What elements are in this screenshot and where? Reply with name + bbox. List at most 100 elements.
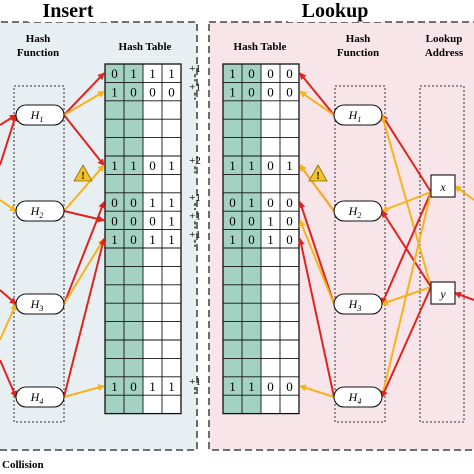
bit-cell: 1 <box>168 379 175 394</box>
bit-cell: 1 <box>229 158 236 173</box>
bit-cell: 1 <box>286 158 293 173</box>
yellow-arrow <box>63 90 105 116</box>
svg-text:!: ! <box>316 171 319 182</box>
yellow-arrow <box>63 237 105 305</box>
bit-cell: 1 <box>130 158 137 173</box>
bit-cell: 0 <box>286 232 293 247</box>
bit-cell: 1 <box>111 85 118 100</box>
red-arrow <box>299 72 335 116</box>
red-arrow <box>297 237 335 398</box>
bit-cell: 0 <box>111 66 118 81</box>
lookup-address-label-line1: Lookup <box>426 33 463 45</box>
collision-legend-label: Collision <box>2 459 44 471</box>
red-arrow <box>0 114 18 166</box>
bit-cell: 0 <box>111 213 118 228</box>
lookup-hash-function-group <box>334 85 386 423</box>
bit-cell: 1 <box>168 66 175 81</box>
counter-label: +1 <box>189 210 201 222</box>
bit-cell: 1 <box>168 195 175 210</box>
bit-cell: 0 <box>286 379 293 394</box>
bit-cell: 1 <box>168 213 175 228</box>
hash-function-node: H2 <box>333 200 383 222</box>
counter-label: +1 <box>189 63 201 75</box>
insert-hash-function-label-line2: Function <box>17 47 59 59</box>
bit-cell: 1 <box>149 195 156 210</box>
bit-cell: 0 <box>267 158 274 173</box>
bit-cell: 1 <box>111 232 118 247</box>
counter-label: +1 <box>189 192 201 204</box>
bit-cell: 0 <box>130 195 137 210</box>
bit-cell: 1 <box>111 379 118 394</box>
insert-hash-function-group <box>13 85 65 423</box>
bit-cell: 0 <box>286 213 293 228</box>
hash-function-node: H3 <box>15 293 65 315</box>
red-arrow <box>63 72 105 116</box>
bit-cell: 0 <box>286 195 293 210</box>
bit-cell: 0 <box>229 195 236 210</box>
bit-cell: 1 <box>149 66 156 81</box>
bit-cell: 0 <box>149 158 156 173</box>
bit-cell: 0 <box>229 213 236 228</box>
warning-triangle-icon: ! <box>308 164 328 182</box>
red-arrow <box>381 286 432 398</box>
insert-hash-table-label: Hash Table <box>119 41 172 53</box>
yellow-arrow <box>454 185 474 201</box>
svg-text:!: ! <box>81 171 84 182</box>
bit-cell: 1 <box>149 232 156 247</box>
red-arrow <box>0 289 17 305</box>
bit-cell: 0 <box>130 85 137 100</box>
lookup-address-name: x <box>439 180 446 194</box>
bit-cell: 0 <box>267 379 274 394</box>
counter-label: +1 <box>189 376 201 388</box>
lookup-address-label-line2: Address <box>425 47 464 59</box>
hash-function-node: H1 <box>15 104 65 126</box>
bit-cell: 0 <box>111 195 118 210</box>
bit-cell: 0 <box>248 232 255 247</box>
bit-cell: 0 <box>168 85 175 100</box>
hash-function-node: H1 <box>333 104 383 126</box>
bit-cell: 0 <box>286 66 293 81</box>
lookup-address-name: y <box>439 287 446 301</box>
hash-function-node: H4 <box>15 386 65 408</box>
red-arrow <box>63 114 105 166</box>
yellow-arrow <box>299 219 335 305</box>
bit-cell: 0 <box>248 85 255 100</box>
bit-cell: 1 <box>248 158 255 173</box>
lookup-hash-table-label: Hash Table <box>234 41 287 53</box>
counter-column: +1+1+2+1+1+1+1 <box>189 63 201 394</box>
hash-function-node: H3 <box>333 293 383 315</box>
bit-cell: 1 <box>149 379 156 394</box>
bit-cell: 0 <box>267 195 274 210</box>
yellow-arrow <box>63 164 105 212</box>
warning-triangle-icon: ! <box>73 164 93 182</box>
lookup-title: Lookup <box>302 0 369 22</box>
counter-label: +1 <box>189 82 201 94</box>
bit-cell: 1 <box>248 195 255 210</box>
bit-cell: 0 <box>130 379 137 394</box>
bit-cell: 1 <box>267 232 274 247</box>
insert-title: Insert <box>42 0 93 22</box>
counter-label: +1 <box>189 229 201 241</box>
yellow-arrow <box>299 384 335 398</box>
bit-cell: 0 <box>248 66 255 81</box>
red-arrow <box>63 201 106 305</box>
red-arrow <box>63 237 106 398</box>
bit-cell: 0 <box>149 85 156 100</box>
bit-cell: 1 <box>168 232 175 247</box>
bit-cell: 1 <box>229 85 236 100</box>
bit-cell: 0 <box>267 66 274 81</box>
lookup-hash-function-label-line2: Function <box>337 47 379 59</box>
bit-cell: 1 <box>267 213 274 228</box>
lookup-hash-function-label-line1: Hash <box>346 33 370 45</box>
yellow-arrow <box>63 384 105 398</box>
hash-function-node: H2 <box>15 200 65 222</box>
